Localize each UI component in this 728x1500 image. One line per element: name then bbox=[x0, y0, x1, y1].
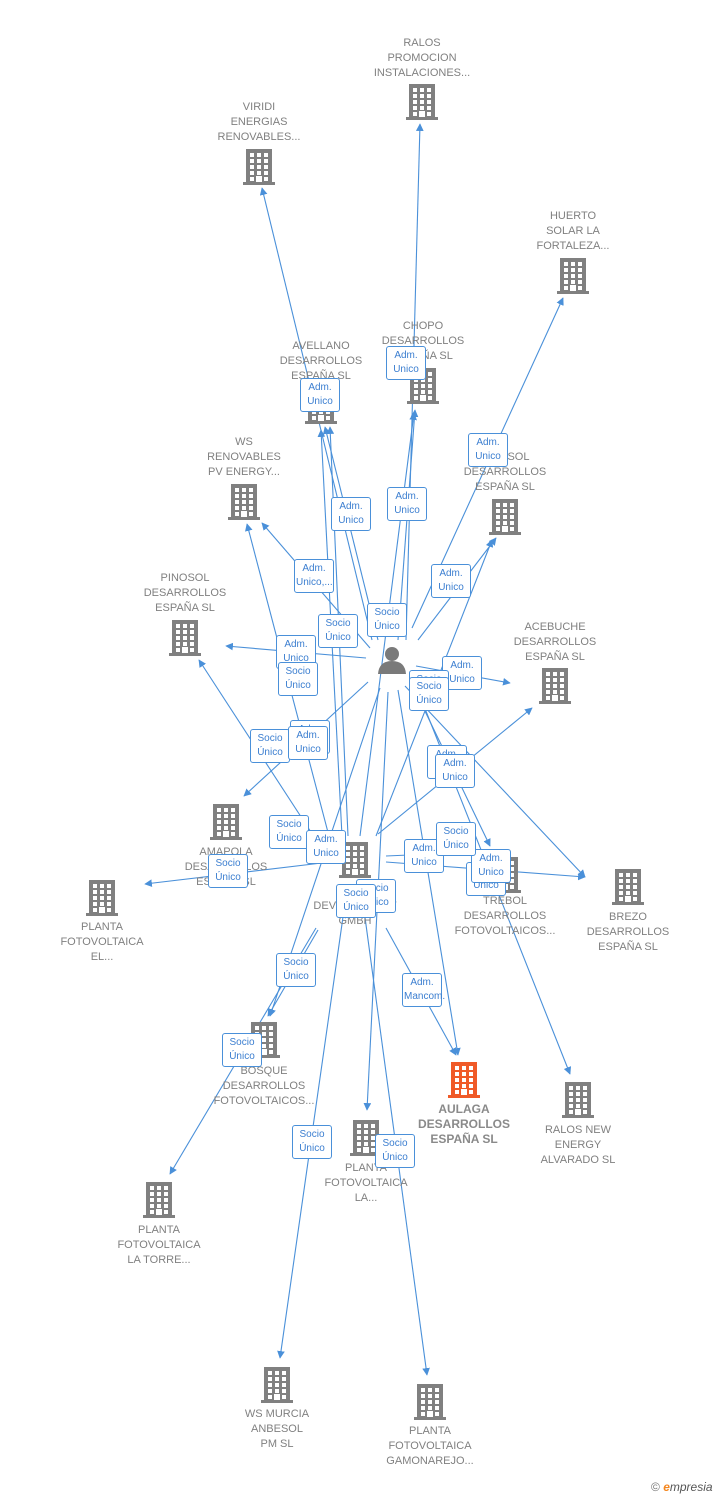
node-label-acebuche[interactable]: ACEBUCHE DESARROLLOS ESPAÑA SL bbox=[513, 621, 597, 663]
building-icon[interactable] bbox=[448, 1062, 480, 1098]
edge-role-label: Socio Único bbox=[269, 815, 309, 849]
node-label-brezo[interactable]: BREZO DESARROLLOS ESPAÑA SL bbox=[586, 911, 670, 953]
footer-brand[interactable]: © empresia bbox=[651, 1480, 713, 1494]
edge-role-label: Socio Único bbox=[278, 662, 318, 696]
edge-role-label: Adm. Unico bbox=[442, 656, 482, 690]
building-icon[interactable] bbox=[243, 149, 275, 185]
edge-role-label: Adm. Unico bbox=[300, 378, 340, 412]
building-icon[interactable] bbox=[210, 804, 242, 840]
brand-logo: empresia bbox=[663, 1480, 713, 1494]
edge-role-label: Adm. Unico,... bbox=[294, 559, 334, 593]
node-label-ws_renovables[interactable]: WS RENOVABLES PV ENERGY... bbox=[207, 436, 281, 478]
node-label-viridi_energias[interactable]: VIRIDI ENERGIAS RENOVABLES... bbox=[217, 101, 301, 143]
edge-person-to-brezo bbox=[404, 685, 586, 878]
node-label-bosque[interactable]: BOSQUE DESARROLLOS FOTOVOLTAICOS... bbox=[213, 1065, 315, 1107]
edge-role-label: Adm. Mancom. bbox=[402, 973, 445, 1007]
edge-role-label: Adm. Unico bbox=[306, 830, 346, 864]
edge-role-label: Adm. Unico bbox=[431, 564, 471, 598]
edge-role-label: Socio Único bbox=[276, 953, 316, 987]
building-icon[interactable] bbox=[539, 668, 571, 704]
building-icon[interactable] bbox=[406, 84, 438, 120]
edge-role-label: Adm. Unico bbox=[435, 754, 475, 788]
edge-role-label: Socio Único bbox=[208, 854, 248, 888]
building-icon[interactable] bbox=[557, 258, 589, 294]
edge-role-label: Adm. Unico bbox=[387, 487, 427, 521]
building-icon[interactable] bbox=[489, 499, 521, 535]
edge-role-label: Socio Único bbox=[250, 729, 290, 763]
edge-role-label: Socio Único bbox=[336, 884, 376, 918]
node-label-ralos_new[interactable]: RALOS NEW ENERGY ALVARADO SL bbox=[540, 1124, 616, 1166]
edge-role-label: Adm. Unico bbox=[386, 346, 426, 380]
node-label-pinosol[interactable]: PINOSOL DESARROLLOS ESPAÑA SL bbox=[143, 572, 227, 614]
edge-role-label: Socio Único bbox=[222, 1033, 262, 1067]
building-icon[interactable] bbox=[339, 842, 371, 878]
copyright-symbol: © bbox=[651, 1480, 660, 1494]
node-label-huerto_solar[interactable]: HUERTO SOLAR LA FORTALEZA... bbox=[536, 210, 610, 252]
node-label-planta_el[interactable]: PLANTA FOTOVOLTAICA EL... bbox=[60, 921, 144, 963]
edge-role-label: Adm. Unico bbox=[288, 726, 328, 760]
edge-role-label: Socio Único bbox=[436, 822, 476, 856]
edge-role-label: Adm. Unico bbox=[468, 433, 508, 467]
edge-person-to-chopo bbox=[397, 409, 419, 641]
building-icon[interactable] bbox=[228, 484, 260, 520]
building-icon[interactable] bbox=[612, 869, 644, 905]
building-icon[interactable] bbox=[562, 1082, 594, 1118]
building-icon[interactable] bbox=[414, 1384, 446, 1420]
building-icon[interactable] bbox=[350, 1120, 382, 1156]
node-label-trebol[interactable]: TREBOL DESARROLLOS FOTOVOLTAICOS... bbox=[454, 895, 556, 937]
building-icon[interactable] bbox=[86, 880, 118, 916]
edge-role-label: Socio Único bbox=[367, 603, 407, 637]
node-label-planta_gamonarejo[interactable]: PLANTA FOTOVOLTAICA GAMONAREJO... bbox=[386, 1425, 474, 1467]
node-label-planta_torre[interactable]: PLANTA FOTOVOLTAICA LA TORRE... bbox=[117, 1224, 201, 1266]
node-label-ws_murcia[interactable]: WS MURCIA ANBESOL PM SL bbox=[244, 1408, 310, 1450]
building-icon[interactable] bbox=[169, 620, 201, 656]
icons-layer bbox=[86, 84, 644, 1420]
edge-role-label: Adm. Unico bbox=[331, 497, 371, 531]
edge-role-label: Socio Único bbox=[318, 614, 358, 648]
edge-role-label: Socio Único bbox=[375, 1134, 415, 1168]
edge-role-label: Socio Único bbox=[409, 677, 449, 711]
node-label-ralos_promocion[interactable]: RALOS PROMOCION INSTALACIONES... bbox=[373, 37, 471, 79]
building-icon[interactable] bbox=[143, 1182, 175, 1218]
edge-role-label: Socio Único bbox=[292, 1125, 332, 1159]
building-icon[interactable] bbox=[261, 1367, 293, 1403]
edge-role-label: Adm. Unico bbox=[471, 849, 511, 883]
person-icon[interactable] bbox=[378, 647, 406, 674]
node-label-aulaga[interactable]: AULAGA DESARROLLOS ESPAÑA SL bbox=[417, 1102, 510, 1146]
